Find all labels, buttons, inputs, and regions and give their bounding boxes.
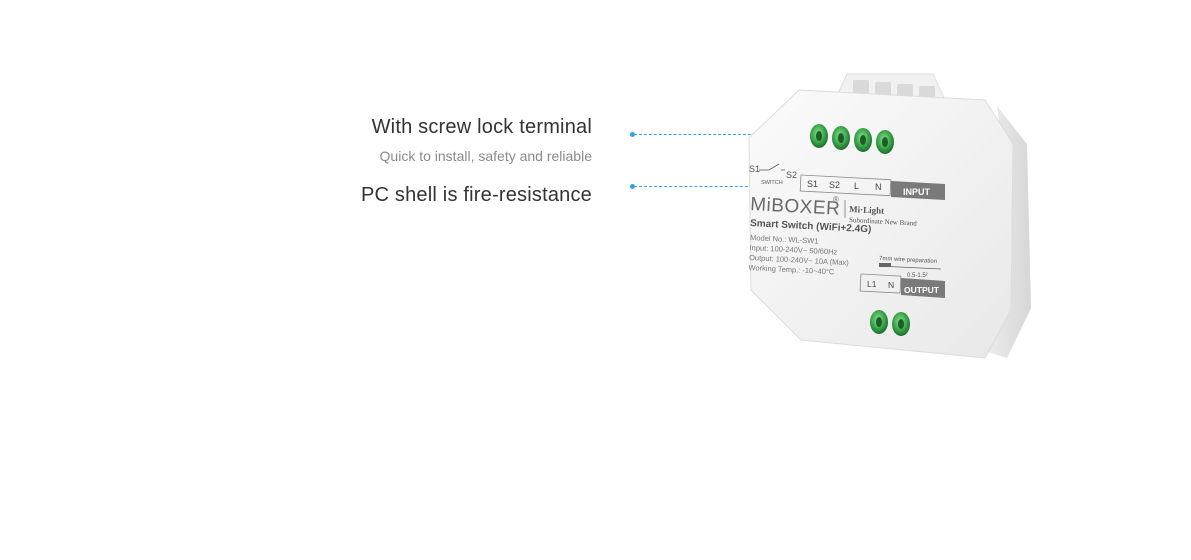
terminal-label-s1: S1 (807, 179, 818, 189)
switch-symbol (759, 163, 785, 171)
sub-brand: Mi·Light (849, 204, 884, 216)
leader-line-2 (634, 186, 768, 187)
leader-dot-start-2 (630, 184, 635, 189)
switch-s2-label: S2 (786, 170, 797, 180)
sub-brand-tagline: Subordinate New Brand (849, 216, 917, 228)
feature-title-pc-shell: PC shell is fire-resistance (360, 184, 592, 206)
input-terminal-strip: S1 S2 L N INPUT (799, 174, 945, 200)
terminal-label-l: L (854, 181, 859, 191)
feature-title-screw-terminal: With screw lock terminal (371, 116, 592, 138)
leader-line-1 (634, 134, 820, 135)
brand-logo: MiBOXER (750, 194, 841, 220)
smart-switch-illustration: S1 S2 SWITCH S1 S2 L N INPUT MiBOXER ® M… (748, 73, 1031, 359)
shell-front (748, 89, 1014, 359)
terminal-label-output-n: N (888, 280, 894, 290)
wire-prep-text: 7mm wire preparation (879, 256, 937, 265)
leader-dot-start-1 (630, 132, 635, 137)
spec-list: Model No.: WL-SW1 Input: 100-240V~ 50/60… (748, 233, 849, 276)
feature-subtitle-screw-terminal: Quick to install, safety and reliable (379, 148, 592, 164)
terminal-label-n: N (875, 182, 882, 192)
wire-prep-mark (879, 263, 891, 267)
smart-switch-product-image: S1 S2 SWITCH S1 S2 L N INPUT MiBOXER ® M… (735, 60, 1085, 380)
terminal-label-l1: L1 (867, 279, 877, 289)
switch-caption: SWITCH (761, 180, 783, 186)
registered-mark: ® (833, 195, 839, 204)
output-screws (870, 310, 910, 336)
switch-s1-label: S1 (749, 164, 760, 174)
output-terminal-strip: L1 N OUTPUT (859, 273, 945, 298)
input-label: INPUT (903, 187, 931, 197)
spec-model: Model No.: WL-SW1 (750, 233, 819, 246)
wire-gauge: 0.5-1.5² (907, 273, 928, 279)
terminal-label-s2: S2 (829, 180, 840, 190)
input-screws (810, 124, 894, 154)
output-label: OUTPUT (904, 285, 940, 295)
